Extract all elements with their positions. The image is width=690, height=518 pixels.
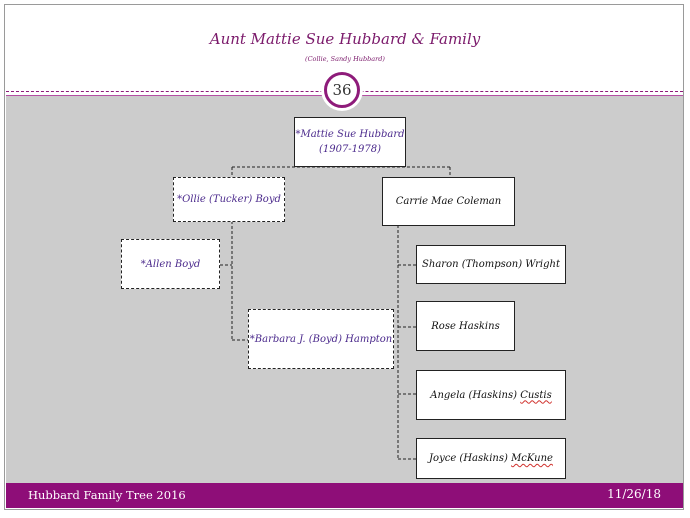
node-angela-name-prefix: Angela (Haskins) bbox=[430, 389, 521, 401]
node-angela-surname: Custis bbox=[520, 389, 552, 401]
node-joyce-name: Joyce (Haskins) McKune bbox=[429, 451, 553, 466]
node-allen-boyd[interactable]: *Allen Boyd bbox=[121, 239, 220, 289]
node-ollie-name: *Ollie (Tucker) Boyd bbox=[177, 194, 281, 205]
node-allen-name: *Allen Boyd bbox=[140, 258, 201, 270]
footer-date: 11/26/18 bbox=[607, 487, 661, 501]
node-joyce-surname: McKune bbox=[511, 453, 553, 464]
node-carrie-name: Carrie Mae Coleman bbox=[395, 196, 502, 207]
footer-title: Hubbard Family Tree 2016 bbox=[28, 488, 186, 502]
node-joyce-name-prefix: Joyce (Haskins) bbox=[429, 453, 512, 464]
page-title: Aunt Mattie Sue Hubbard & Family bbox=[209, 30, 481, 48]
node-barbara-name: *Barbara J. (Boyd) Hampton bbox=[249, 333, 393, 345]
node-rose-haskins[interactable]: Rose Haskins bbox=[416, 301, 515, 351]
node-barbara-hampton[interactable]: *Barbara J. (Boyd) Hampton bbox=[248, 309, 394, 369]
node-sharon-name: Sharon (Thompson) Wright bbox=[422, 259, 560, 270]
page-subtitle: (Collie, Sandy Hubbard) bbox=[305, 55, 385, 63]
footer-bar: Hubbard Family Tree 2016 11/26/18 bbox=[6, 483, 683, 508]
page-number: 36 bbox=[332, 81, 352, 99]
node-sharon-wright[interactable]: Sharon (Thompson) Wright bbox=[416, 245, 566, 284]
node-mattie-years: (1907-1978) bbox=[318, 144, 382, 155]
node-angela-custis[interactable]: Angela (Haskins) Custis bbox=[416, 370, 566, 420]
node-carrie-coleman[interactable]: Carrie Mae Coleman bbox=[382, 177, 515, 226]
node-angela-name: Angela (Haskins) Custis bbox=[430, 388, 552, 403]
node-rose-name: Rose Haskins bbox=[431, 320, 500, 332]
node-mattie-name: *Mattie Sue Hubbard bbox=[295, 129, 405, 140]
node-ollie-boyd[interactable]: *Ollie (Tucker) Boyd bbox=[173, 177, 285, 222]
node-mattie-sue-hubbard[interactable]: *Mattie Sue Hubbard (1907-1978) bbox=[294, 117, 406, 167]
page-number-badge: 36 bbox=[324, 72, 360, 108]
node-joyce-mckune[interactable]: Joyce (Haskins) McKune bbox=[416, 438, 566, 479]
